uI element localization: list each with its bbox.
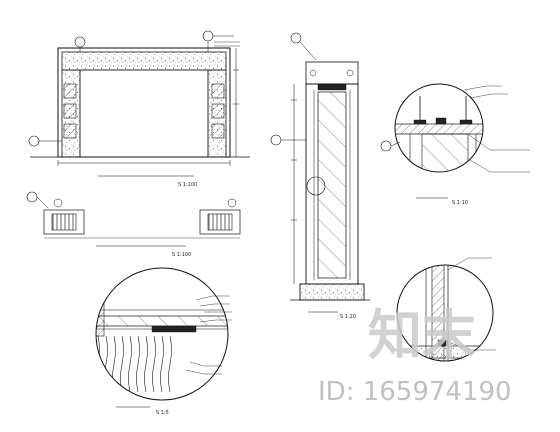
- watermark-id-label: ID: 165974190: [318, 377, 512, 407]
- plan-view: [26, 191, 241, 247]
- elevation-scale-label: S 1:100: [178, 182, 197, 188]
- detail-c-view: [396, 257, 496, 362]
- detail-b-view: [380, 83, 530, 199]
- plan-scale-label: S 1:100: [172, 252, 191, 258]
- column-section-scale-label: S 1:20: [340, 314, 356, 320]
- detail-a-view: [95, 267, 232, 408]
- elevation-view: [28, 30, 250, 177]
- detail-a-scale-label: S 1:5: [156, 410, 169, 416]
- detail-b-scale-label: S 1:10: [452, 200, 468, 206]
- watermark-logo-text: 知末: [368, 304, 476, 367]
- column-section-view: [270, 32, 370, 313]
